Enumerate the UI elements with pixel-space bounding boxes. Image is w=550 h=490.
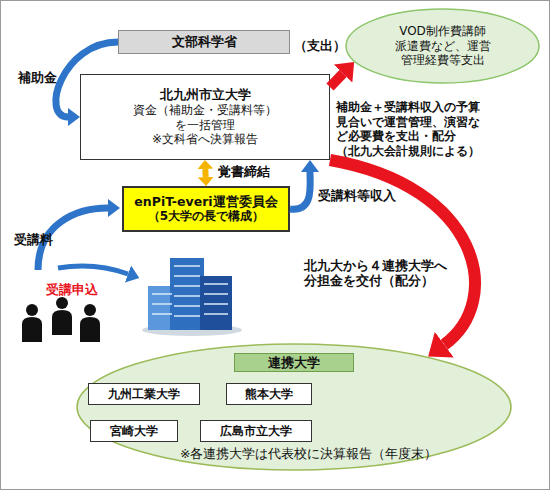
box-title: 九州工業大学 xyxy=(108,387,180,402)
box-title: 北九州市立大学 xyxy=(160,87,251,103)
partner-ellipse: 連携大学 ※各連携大学は代表校に決算報告（年度末） 九州工業大学 熊本大学宮崎大学 広島… xyxy=(76,343,512,471)
income-arrow xyxy=(290,172,310,209)
application-label: 受講申込 xyxy=(46,282,98,297)
university-box: 広島市立大学 xyxy=(200,420,312,442)
edge-label: 受講料等収入 xyxy=(318,188,396,203)
university-box: 九州工業大学 xyxy=(88,383,200,405)
box-title: 文部科学省 xyxy=(172,34,237,50)
university-box: 北九州市立大学資金（補助金・受講料等） を一括管理※文科省へ決算報告 xyxy=(80,74,330,160)
funding-arrow xyxy=(56,42,118,117)
budget-note: 補助金＋受講料収入の予算 見合いで運営管理、演習な ど必要費を支出・配分 （北九… xyxy=(336,100,508,159)
building-illustration xyxy=(142,258,242,336)
university-box: 宮崎大学 xyxy=(90,420,178,442)
agreement-arrow xyxy=(202,169,208,177)
box-title: enPiT-everi運営委員会 xyxy=(134,194,277,209)
edge-label: 覚書締結 xyxy=(218,164,270,179)
fee-label: 受講料 xyxy=(14,232,53,247)
box-title: 宮崎大学 xyxy=(110,424,158,439)
ellipse-shape xyxy=(77,344,511,470)
edge-label: 補助金 xyxy=(18,70,57,85)
expense-ellipse: VOD制作費講師 派遣費など、運営 管理経費等支出 xyxy=(345,8,540,84)
edge-label: 北九大から４連携大学へ 分担金を交付（配分） xyxy=(304,258,464,289)
edge-label: （支出） xyxy=(294,38,346,53)
allocation-arrow xyxy=(330,160,475,345)
ellipse-text: VOD制作費講師 派遣費など、運営 管理経費等支出 xyxy=(382,24,504,68)
box-title: 熊本大学 xyxy=(245,387,293,402)
ministry-box: 文部科学省 xyxy=(118,30,290,54)
committee-box: enPiT-everi運営委員会（5大学の長で構成） xyxy=(122,186,290,232)
box-body: （5大学の長で構成） xyxy=(148,209,264,224)
box-note: ※文科省へ決算報告 xyxy=(152,132,258,147)
box-title: 広島市立大学 xyxy=(220,424,292,439)
group-note: ※各連携大学は代表校に決算報告（年度末） xyxy=(180,446,437,461)
group-title: 連携大学 xyxy=(234,353,354,372)
ellipse-shape xyxy=(346,9,539,83)
expense-arrow xyxy=(330,74,343,87)
box-body: 資金（補助金・受講料等） を一括管理 xyxy=(125,103,285,132)
application-arrow xyxy=(58,266,128,274)
people-illustration xyxy=(22,297,100,342)
university-box: 熊本大学 xyxy=(226,383,312,405)
